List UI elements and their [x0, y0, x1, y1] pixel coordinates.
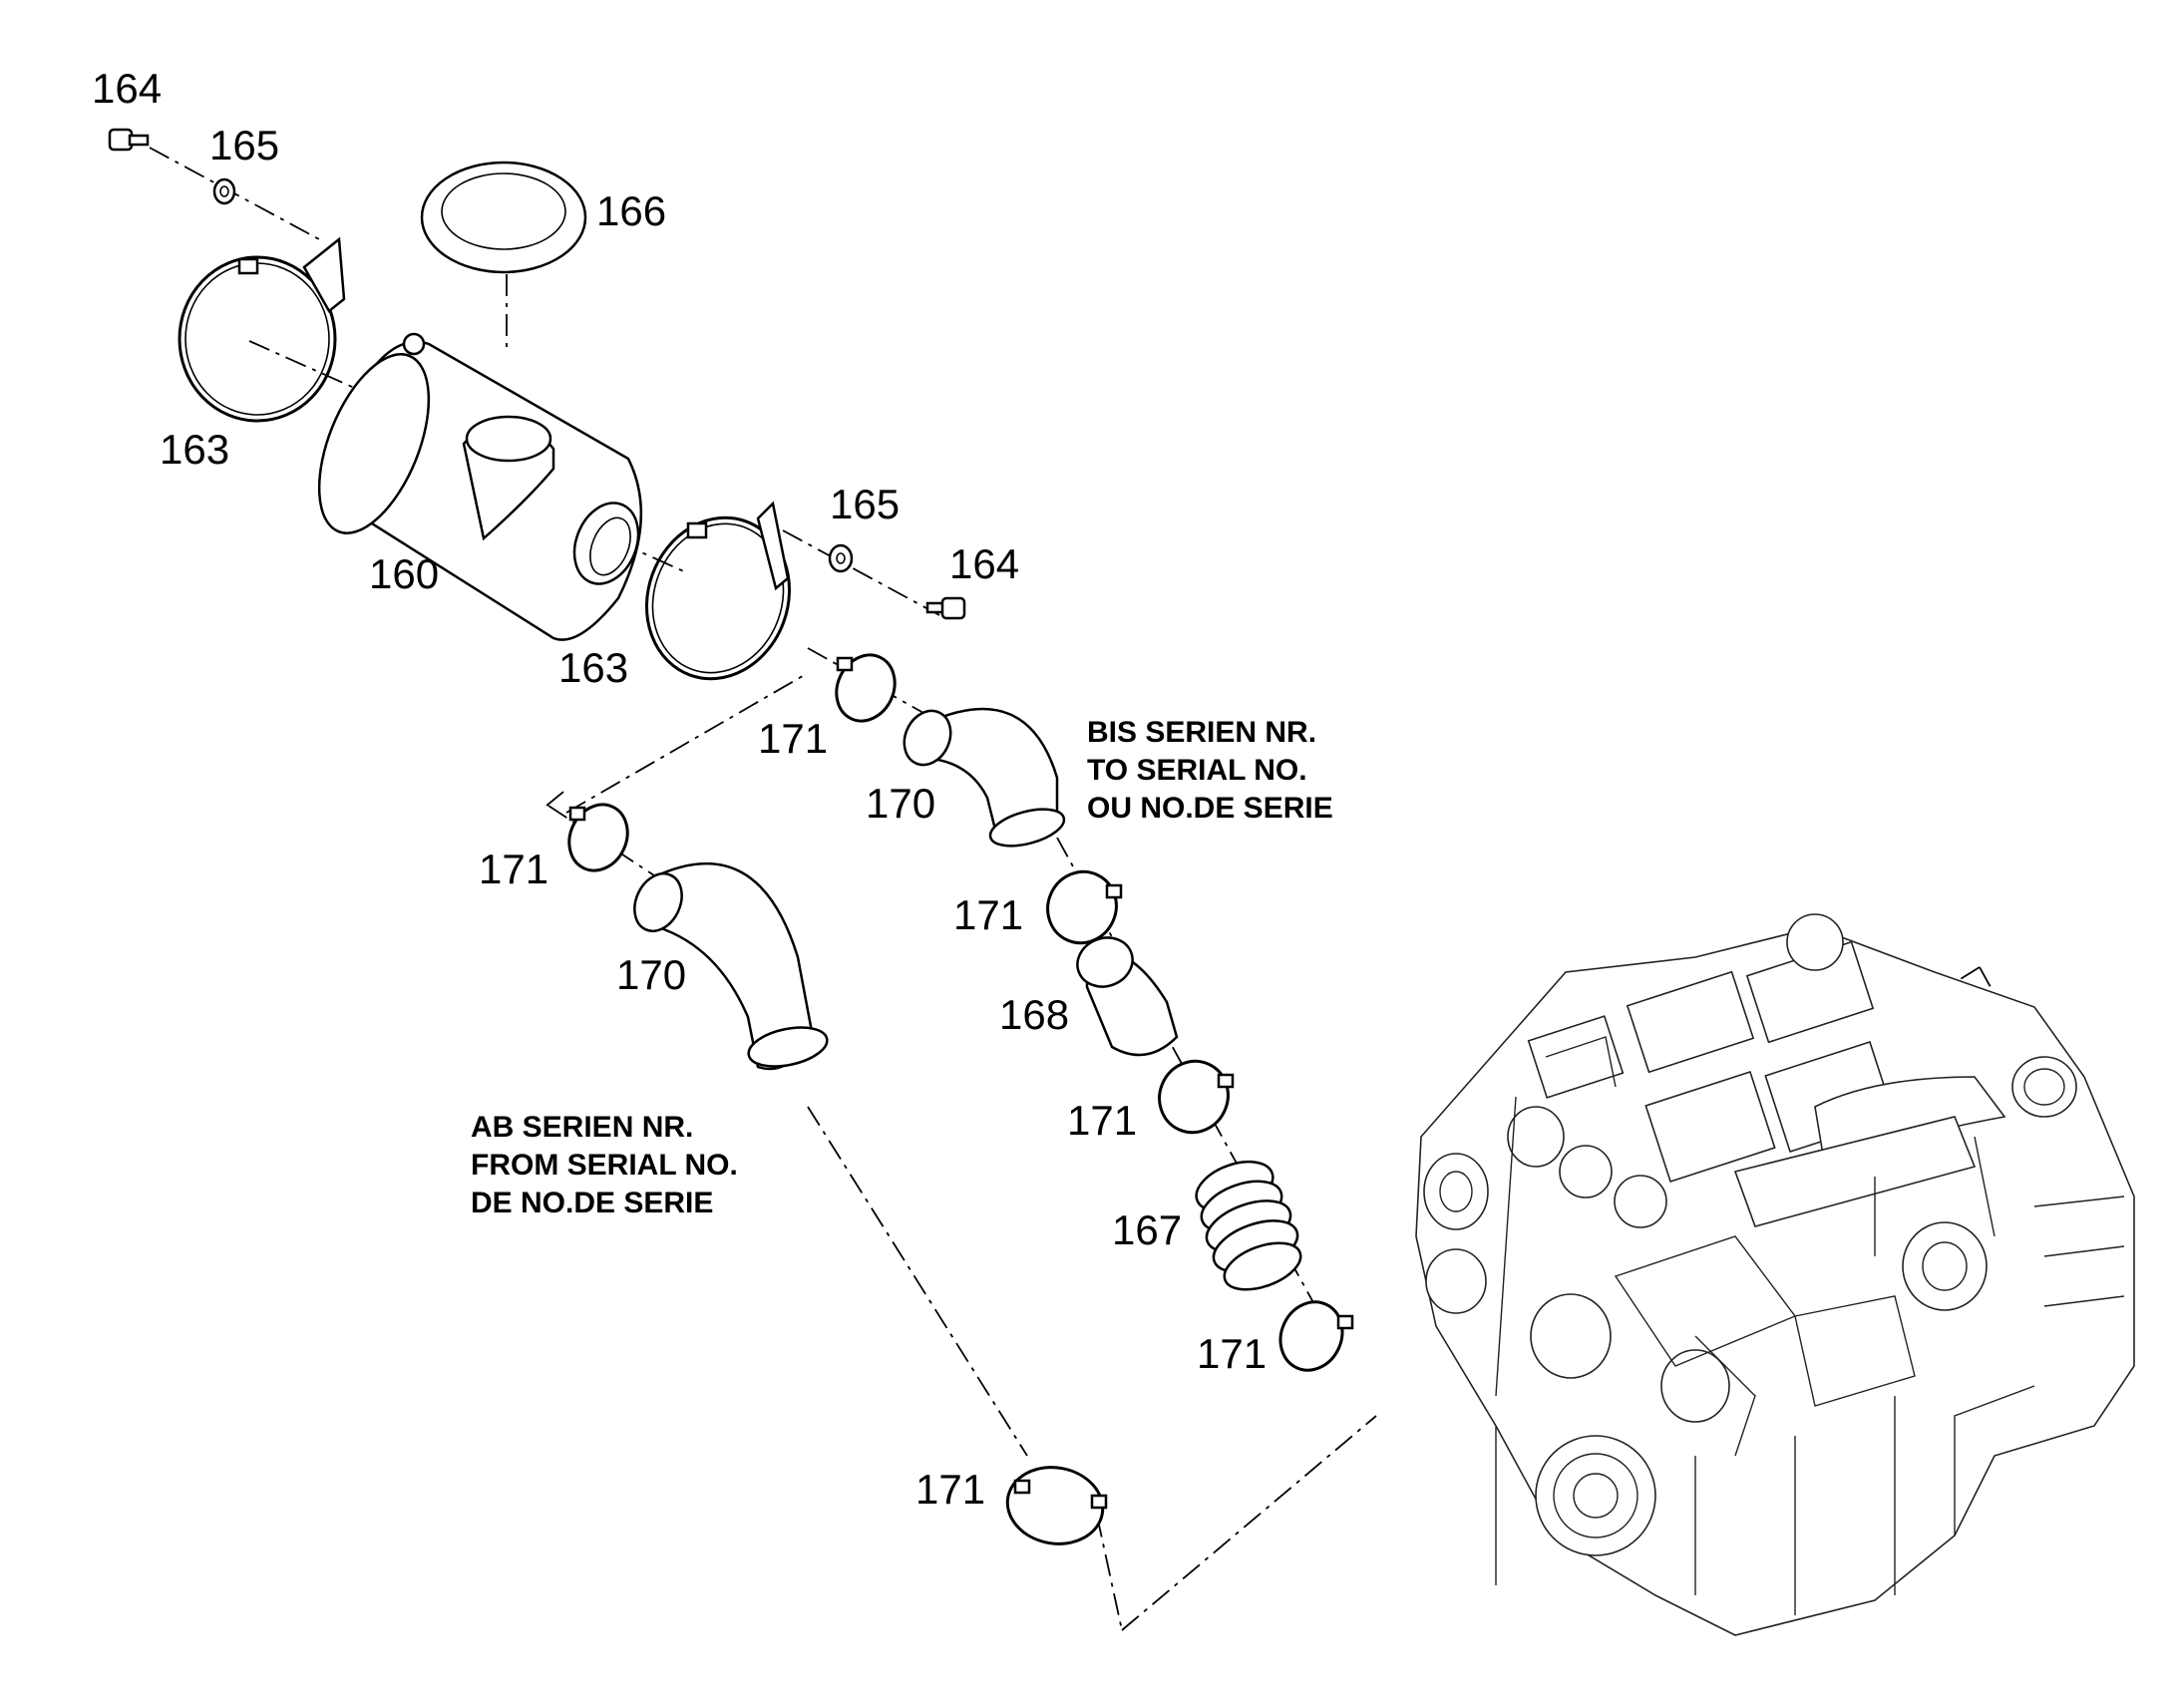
cap-166	[420, 161, 587, 274]
hose-clamp-171-c	[1046, 869, 1123, 945]
part-label-163-left: 163	[160, 426, 229, 473]
elbow-hose-170-lower	[633, 861, 829, 1071]
sleeve-168	[1076, 936, 1179, 1057]
air-filter-housing-160	[317, 332, 643, 641]
part-label-164-right: 164	[949, 540, 1019, 587]
serial-note-from-line-3: DE NO.DE SERIE	[471, 1187, 713, 1219]
part-label-160: 160	[369, 550, 439, 597]
hose-clamp-171-f	[1005, 1466, 1108, 1545]
part-label-170-lower: 170	[616, 951, 686, 998]
band-clamp-163-right	[644, 501, 792, 681]
part-label-171-a: 171	[758, 715, 828, 762]
serial-note-to-line-1: BIS SERIEN NR.	[1087, 716, 1316, 749]
hose-clamp-171-b	[567, 803, 629, 872]
band-clamp-163-left	[178, 236, 346, 423]
hose-clamp-171-d	[1158, 1059, 1235, 1135]
part-label-171-c: 171	[953, 891, 1023, 938]
serial-note-to-line-3: OU NO.DE SERIE	[1087, 792, 1333, 825]
part-label-170-upper: 170	[866, 780, 935, 827]
part-label-167: 167	[1112, 1206, 1182, 1253]
serial-note-from-line-2: FROM SERIAL NO.	[471, 1149, 738, 1182]
washer-165-top	[212, 177, 236, 205]
hose-clamp-171-e	[1278, 1300, 1354, 1372]
part-label-171-e: 171	[1197, 1330, 1267, 1377]
part-label-165-right: 165	[830, 481, 900, 527]
bolt-164-right	[925, 596, 966, 620]
engine-assembly	[1415, 913, 2135, 1636]
bellows-167	[1195, 1160, 1302, 1291]
bolt-164-top	[108, 128, 150, 152]
serial-note-to: BIS SERIEN NR. TO SERIAL NO. OU NO.DE SE…	[1087, 716, 1333, 825]
part-label-164-top: 164	[92, 65, 162, 112]
serial-note-from: AB SERIEN NR. FROM SERIAL NO. DE NO.DE S…	[471, 1111, 738, 1219]
part-label-166: 166	[596, 187, 666, 234]
part-label-171-f: 171	[915, 1466, 985, 1513]
washer-165-right	[828, 543, 854, 573]
serial-note-to-line-2: TO SERIAL NO.	[1087, 754, 1307, 787]
part-number-labels: 164 165 166 163 160 165 164 163 171 170 …	[92, 65, 1267, 1513]
part-label-171-b: 171	[479, 846, 548, 892]
elbow-hose-170-upper	[903, 707, 1066, 848]
hose-clamp-171-a	[835, 653, 897, 723]
serial-note-from-line-1: AB SERIEN NR.	[471, 1111, 693, 1144]
part-label-168: 168	[999, 991, 1069, 1038]
part-label-163-right: 163	[558, 644, 628, 691]
part-label-171-d: 171	[1067, 1097, 1137, 1144]
part-label-165-top: 165	[209, 122, 279, 169]
